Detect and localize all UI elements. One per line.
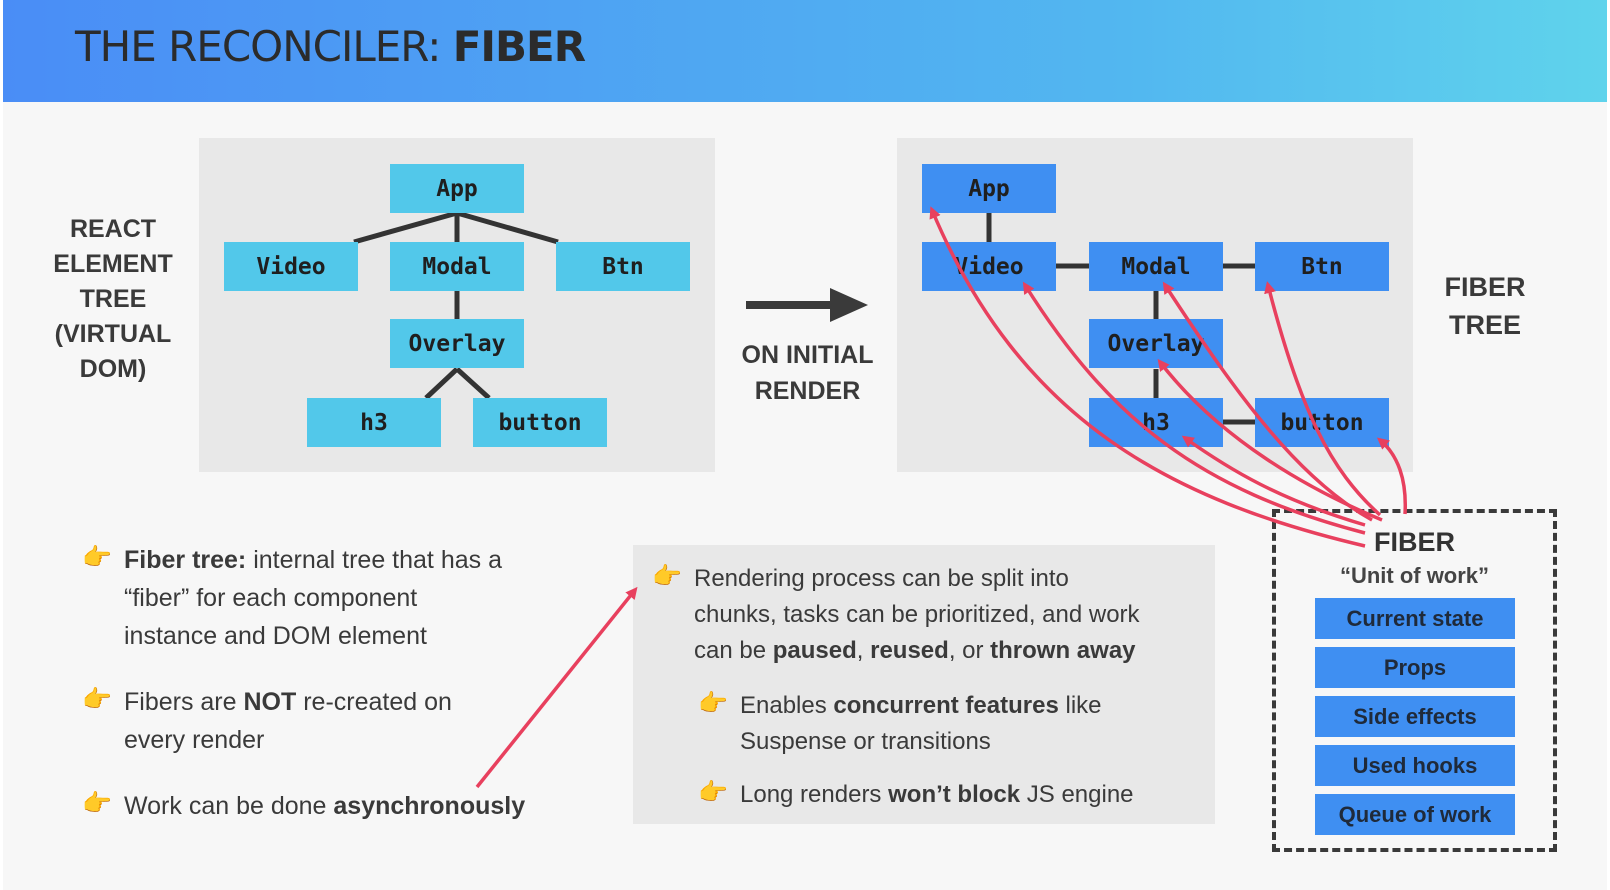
rendering-process-box	[633, 545, 1215, 824]
bullet-fibers-not-recreated: 👉 Fibers are NOT re-created on every ren…	[82, 683, 604, 759]
fiber-node-overlay: Overlay	[1089, 319, 1223, 368]
fiber-item-props: Props	[1315, 647, 1515, 688]
react-element-tree-label: REACT ELEMENT TREE (VIRTUAL DOM)	[53, 215, 173, 383]
pointing-hand-icon: 👉	[82, 686, 112, 713]
pointing-hand-icon: 👉	[698, 779, 728, 806]
header-bar: THE RECONCILER: FIBER	[3, 0, 1607, 102]
bullet-fiber-tree: 👉 Fiber tree: internal tree that has a “…	[82, 541, 604, 655]
element-node-video: Video	[224, 242, 358, 291]
on-initial-render-label: ON INITIAL RENDER	[741, 341, 874, 405]
bullet-long-renders: 👉 Long renders won’t block JS engine	[698, 777, 1200, 813]
fiber-item-current-state: Current state	[1315, 598, 1515, 639]
pointing-hand-icon: 👉	[82, 544, 112, 571]
bullet-async-work: 👉 Work can be done asynchronously	[82, 787, 604, 825]
fiber-subtitle: “Unit of work”	[1339, 563, 1490, 588]
element-node-h3: h3	[307, 398, 441, 447]
fiber-node-btn: Btn	[1255, 242, 1389, 291]
fiber-node-modal: Modal	[1089, 242, 1223, 291]
fiber-title: FIBER	[1374, 527, 1455, 557]
fiber-item-side-effects: Side effects	[1315, 696, 1515, 737]
pointing-hand-icon: 👉	[652, 563, 682, 590]
element-node-overlay: Overlay	[390, 319, 524, 368]
fiber-tree-label: FIBER TREE	[1444, 272, 1526, 340]
element-node-btn: Btn	[556, 242, 690, 291]
bullet-concurrent-features: 👉 Enables concurrent features like Suspe…	[698, 688, 1200, 760]
element-node-button: button	[473, 398, 607, 447]
fiber-unit-of-work-box: FIBER “Unit of work” Current state Props…	[1272, 509, 1557, 852]
pointing-hand-icon: 👉	[82, 790, 112, 817]
pointing-hand-icon: 👉	[698, 690, 728, 717]
bullet-rendering-process: 👉 Rendering process can be split into ch…	[652, 561, 1214, 669]
page-title: THE RECONCILER: FIBER	[75, 22, 586, 71]
fiber-item-queue-of-work: Queue of work	[1315, 794, 1515, 835]
element-node-app: App	[390, 164, 524, 213]
fiber-item-used-hooks: Used hooks	[1315, 745, 1515, 786]
fiber-node-app: App	[922, 164, 1056, 213]
element-node-modal: Modal	[390, 242, 524, 291]
